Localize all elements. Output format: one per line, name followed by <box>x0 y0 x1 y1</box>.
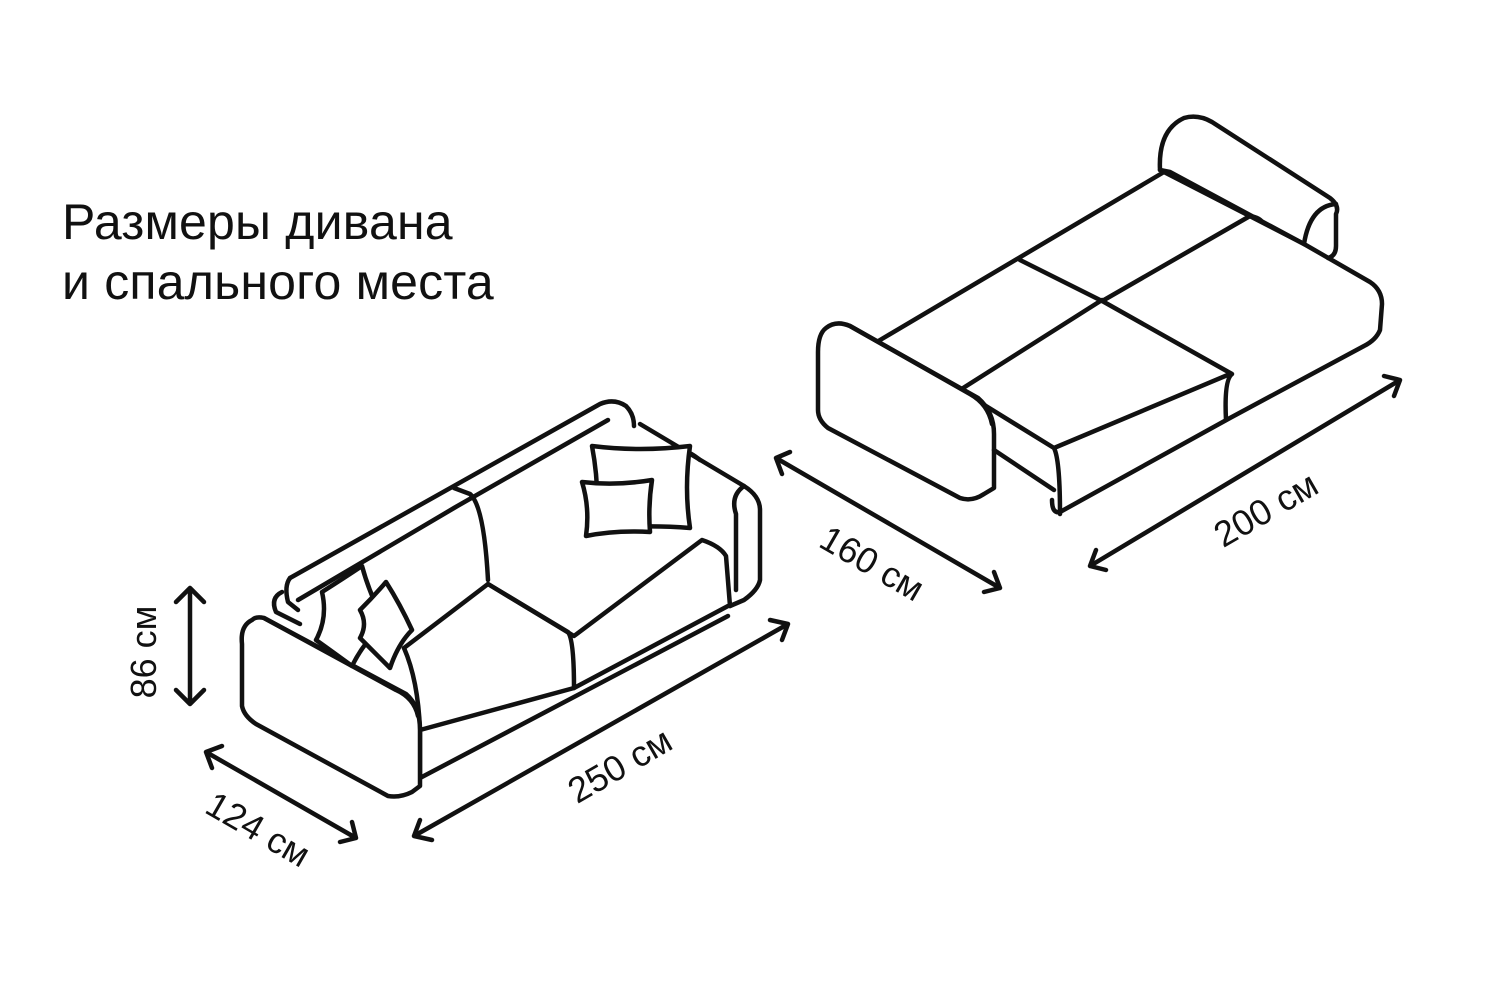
bed-mattress-top <box>867 169 1385 515</box>
bed-mattress-front <box>957 371 1233 517</box>
sofa-seat-top <box>401 537 733 651</box>
sofa-pillow-right-2 <box>579 477 655 539</box>
bed-width-label: 200 см <box>1207 463 1325 555</box>
bed-back-armrest <box>1157 114 1340 261</box>
sofa-seat-divider <box>485 581 577 691</box>
sofa-seat-front-edge <box>417 603 731 733</box>
unfolded-sofa-bed <box>815 114 1385 517</box>
sofa-pillow-left-2 <box>357 579 415 671</box>
sofa-back-top <box>287 399 637 581</box>
width-dimension: 250 см <box>411 617 791 843</box>
bed-width-dimension: 200 см <box>1087 373 1403 573</box>
sofa-left-armrest-top <box>261 615 421 719</box>
sofa-right-armrest <box>637 421 763 609</box>
sofa-base-front <box>417 613 731 781</box>
depth-label: 124 см <box>199 783 317 875</box>
bed-length-label: 160 см <box>813 517 931 609</box>
page-title: Размеры дивана и спального места <box>62 192 494 312</box>
bed-frame-bottom <box>991 447 1057 493</box>
bed-mattress-divider-long <box>1017 257 1235 423</box>
width-arrow-icon <box>411 617 791 843</box>
bed-front-armrest-top <box>847 323 995 427</box>
sofa-back-front <box>295 417 611 603</box>
width-label: 250 см <box>561 719 679 811</box>
bed-length-arrow-icon <box>773 449 1003 595</box>
height-label: 86 см <box>123 606 164 699</box>
sofa-back-behind <box>271 589 303 627</box>
height-dimension: 86 см <box>123 585 207 707</box>
folded-sofa <box>239 399 763 799</box>
bed-mattress-divider-short-2 <box>957 297 1105 393</box>
sofa-back-seam <box>451 485 491 583</box>
bed-width-arrow-icon <box>1087 373 1403 573</box>
bed-mattress-divider-short-1 <box>1101 213 1265 303</box>
title-line-1: Размеры дивана <box>62 194 453 250</box>
bed-front-armrest <box>815 321 997 502</box>
sofa-back-left-end <box>284 575 301 613</box>
sofa-right-armrest-inner <box>683 449 747 593</box>
title-line-2: и спального места <box>62 254 494 310</box>
height-arrow-icon <box>173 585 207 707</box>
depth-arrow-icon <box>203 743 359 845</box>
